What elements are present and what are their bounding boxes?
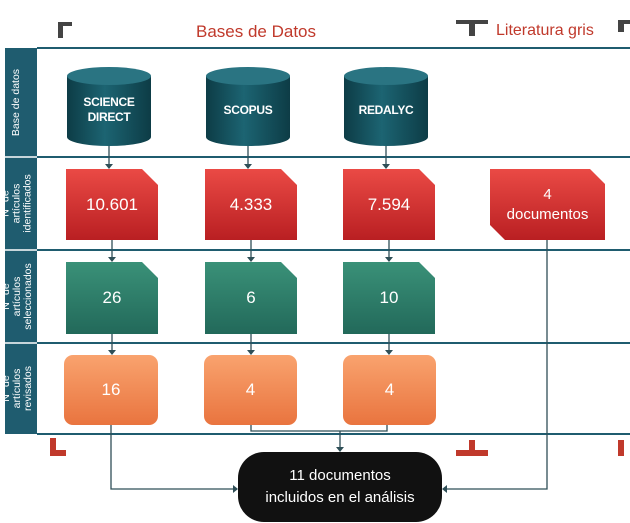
header-grey-literature: Literatura gris [496,22,594,39]
final-result-box: 11 documentos incluidos en el análisis [238,452,442,522]
grey-literature-count: 4 documentos [506,185,589,223]
reviewed-count-redalyc: 4 [384,380,395,399]
reviewed-count-scopus: 4 [245,380,256,399]
corner-mark-bottom-left [50,438,66,456]
row-label-databases: Base de datos [10,68,23,137]
final-result-line-2: incluidos en el análisis [265,489,415,506]
corner-mark-bottom-middle [456,440,488,456]
identified-count-redalyc: 7.594 [367,194,411,214]
identified-box-redalyc [343,169,435,240]
final-result-line-1: 11 documentos [289,467,391,484]
db-label-redalyc: REDALYC [358,103,414,117]
header-databases: Bases de Datos [196,22,317,41]
row-separators [37,47,630,435]
corner-mark-top-middle [456,20,488,36]
identified-count-science-direct: 10.601 [86,194,138,214]
reviewed-count-science-direct: 16 [101,380,121,399]
selected-count-redalyc: 10 [379,288,399,307]
cylinder-redalyc [344,67,428,146]
reviewed-box-redalyc [343,355,436,425]
selected-box-redalyc [343,262,435,334]
selected-box-scopus [205,262,297,334]
connector-lines [108,146,548,490]
reviewed-box-science-direct [64,355,158,425]
row-label-identified: N° de artículos identificados [0,174,34,233]
db-label-scopus: SCOPUS [223,103,273,117]
db-label-science-direct: SCIENCE DIRECT [83,95,135,124]
row-label-selected: N° de artículos seleccionados [0,263,34,330]
row-label-reviewed: N° de artículos revisados [0,366,34,411]
selected-box-science-direct [66,262,158,334]
cylinder-science-direct [67,67,151,146]
corner-mark-top-right [618,20,630,32]
row-label-band [5,48,37,434]
identified-box-science-direct [66,169,158,240]
selected-count-scopus: 6 [246,288,256,307]
corner-mark-bottom-right [618,440,624,456]
identified-box-scopus [205,169,297,240]
grey-literature-box [490,169,605,240]
corner-mark-top-left [58,22,72,38]
reviewed-box-scopus [204,355,297,425]
identified-count-scopus: 4.333 [229,194,273,214]
cylinder-scopus [206,67,290,146]
selected-count-science-direct: 26 [102,288,122,307]
connector-arrowheads [105,164,447,493]
